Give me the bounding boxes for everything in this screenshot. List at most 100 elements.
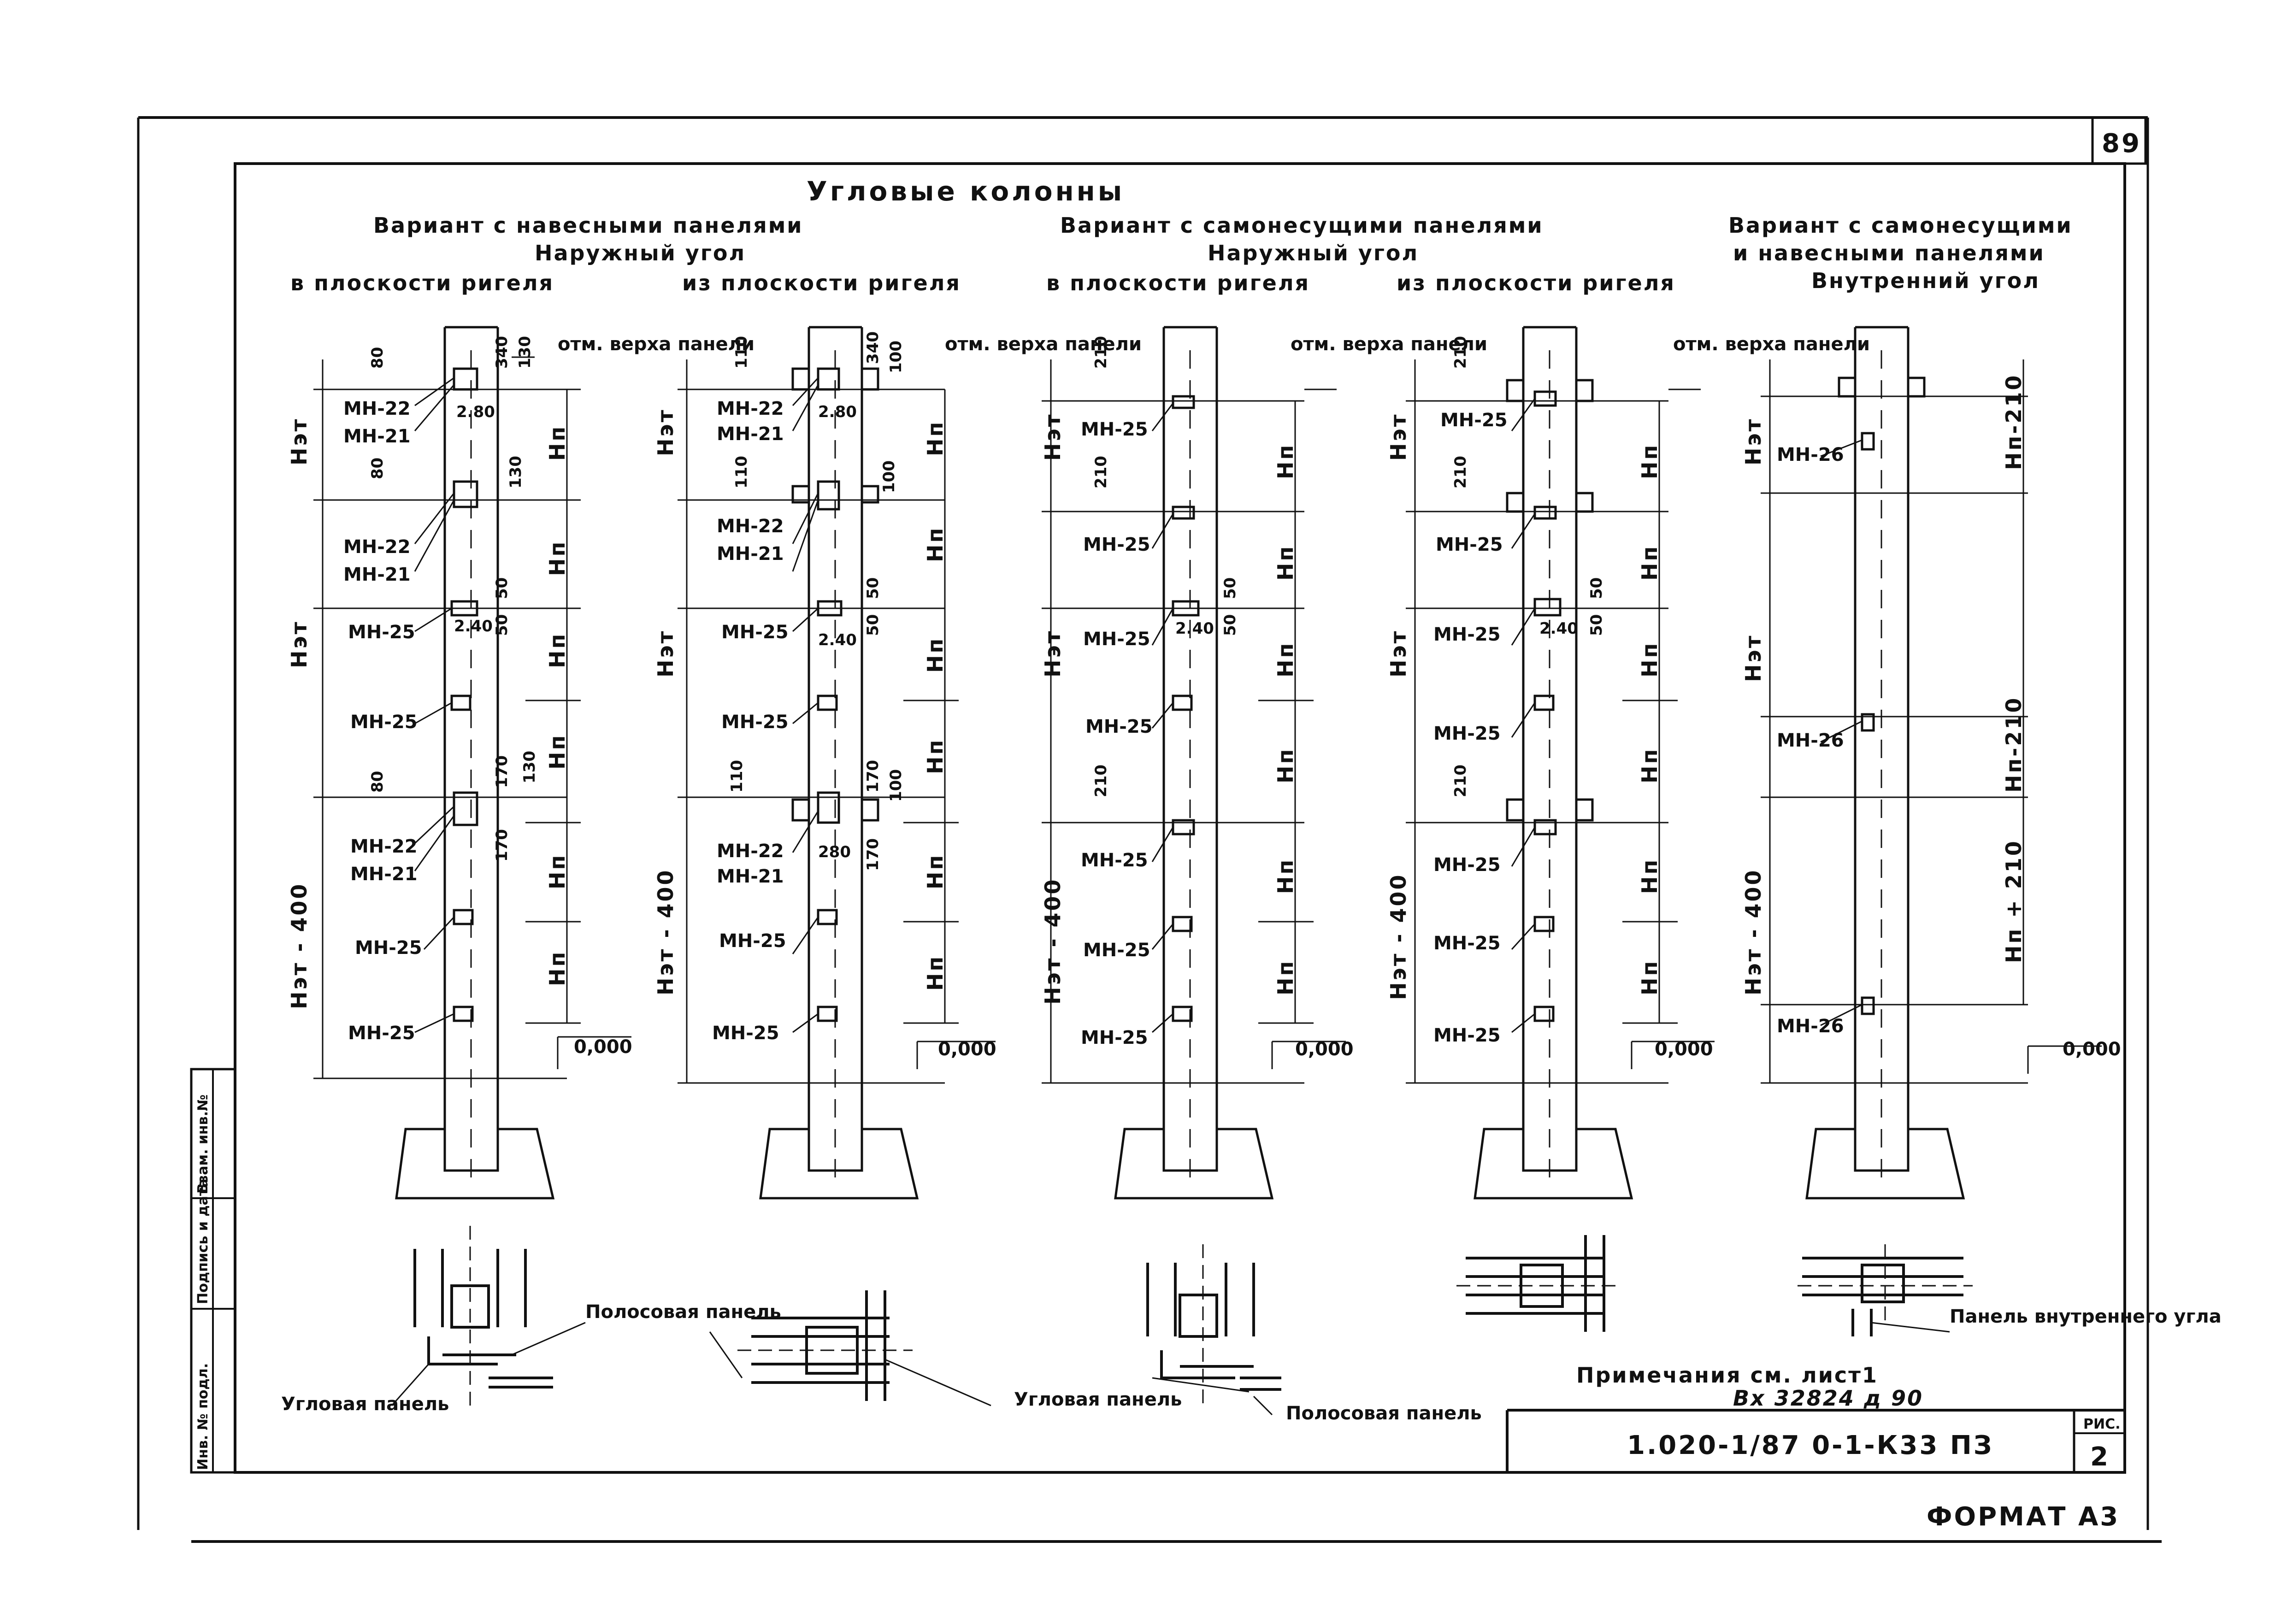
dim-280-3: 280 xyxy=(818,843,851,861)
strip-panel-label-2: Полосовая панель xyxy=(1286,1403,1482,1424)
column-4-label: из плоскости ригеля xyxy=(1397,271,1675,295)
dim-340-2: 340 xyxy=(864,331,882,364)
mark-mn22-5: МН-22 xyxy=(717,516,784,537)
sheet-frame xyxy=(137,116,2162,1543)
mark-mn21-3: МН-21 xyxy=(350,864,418,885)
page-number: 89 xyxy=(2102,129,2141,159)
section-2-title: Вариант с самонесущими панелями xyxy=(1060,213,1544,238)
mark-mn21-6: МН-21 xyxy=(717,866,784,887)
plan-detail-3 xyxy=(1146,1244,1281,1416)
dim-170-4: 170 xyxy=(864,838,882,871)
dim-240-3: 2.40 xyxy=(1175,619,1214,638)
mark-mn25-10: МН-25 xyxy=(1083,534,1150,555)
dim-50-6: 50 xyxy=(1221,614,1239,636)
dim-100-1: 100 xyxy=(887,341,905,373)
sheet-title: Угловые колонны xyxy=(807,176,1125,207)
dim-340-1: 340 xyxy=(493,336,511,369)
zero-mark-5: 0,000 xyxy=(2063,1039,2121,1060)
dim-50-5: 50 xyxy=(1221,577,1239,599)
dim-50-8: 50 xyxy=(1587,614,1606,636)
floor-minus-3: Нэт - 400 xyxy=(1040,877,1065,1005)
dim-80-1: 80 xyxy=(368,347,387,369)
column-3-label: в плоскости ригеля xyxy=(1046,271,1310,295)
floor-height-1: Нэт xyxy=(287,418,312,465)
mark-mn25-13: МН-25 xyxy=(1081,850,1148,871)
dim-210-2: 210 xyxy=(1092,456,1110,488)
mark-mn22-3: МН-22 xyxy=(350,836,418,857)
plan-detail-2 xyxy=(709,1290,991,1406)
column-2-label: из плоскости ригеля xyxy=(682,271,961,295)
plan-detail-5 xyxy=(1798,1244,1973,1336)
mark-mn25-4: МН-25 xyxy=(348,1023,415,1044)
panel-height-1e: Нп xyxy=(545,853,570,889)
top-mark-4: отм. верха панели xyxy=(1673,334,1870,355)
handwritten-registration: Вх 32824 д 90 xyxy=(1733,1386,1923,1411)
mark-mn21-4: МН-21 xyxy=(717,424,784,445)
panel-height-3b: Нп xyxy=(1273,545,1298,581)
mark-mn22-6: МН-22 xyxy=(717,841,784,862)
plan-detail-4 xyxy=(1456,1235,1618,1332)
panel-height-2d: Нп xyxy=(923,738,948,774)
mark-mn25-8: МН-25 xyxy=(712,1023,779,1044)
floor-height-9: Нэт xyxy=(1741,418,1766,465)
mark-mn26-1: МН-26 xyxy=(1777,444,1844,465)
dim-210-3: 210 xyxy=(1092,765,1110,797)
floor-minus-2: Нэт - 400 xyxy=(653,868,678,995)
side-stamp-2: Подпись и дата xyxy=(195,1179,211,1304)
dim-110-3: 110 xyxy=(728,760,746,793)
dim-170-1: 170 xyxy=(493,755,511,788)
mark-mn25-20: МН-25 xyxy=(1433,854,1501,876)
mark-mn25-16: МН-25 xyxy=(1440,410,1508,431)
mark-mn25-3: МН-25 xyxy=(355,937,422,959)
column-1-label: в плоскости ригеля xyxy=(290,271,554,295)
dim-240-2: 2.40 xyxy=(818,631,857,649)
zero-mark-1: 0,000 xyxy=(574,1036,632,1058)
dim-170-2: 170 xyxy=(493,829,511,862)
dim-130-1: 130 xyxy=(516,336,534,369)
dim-280-1: 2.80 xyxy=(456,403,495,421)
mark-mn21-1: МН-21 xyxy=(343,426,411,447)
dim-210-4: 210 xyxy=(1451,336,1470,369)
strip-panel-label-1: Полосовая панель xyxy=(585,1301,781,1323)
hp-minus-2: Нп-210 xyxy=(2001,696,2026,793)
mark-mn22-4: МН-22 xyxy=(717,398,784,419)
corner-panel-label-1: Угловая панель xyxy=(281,1394,449,1415)
mark-mn26-2: МН-26 xyxy=(1777,730,1844,751)
zero-mark-2: 0,000 xyxy=(938,1039,996,1060)
mark-mn25-18: МН-25 xyxy=(1433,624,1501,645)
sheet-format: ФОРМАТ А3 xyxy=(1927,1502,2120,1532)
top-mark-3: отм. верха панели xyxy=(1291,334,1487,355)
floor-height-6: Нэт xyxy=(1040,630,1065,677)
floor-minus-5: Нэт - 400 xyxy=(1741,868,1766,995)
dim-210-6: 210 xyxy=(1451,765,1470,797)
panel-height-1d: Нп xyxy=(545,734,570,770)
panel-height-1b: Нп xyxy=(545,540,570,576)
mark-mn22-1: МН-22 xyxy=(343,398,411,419)
side-stamp-3: Взам. инв.№ xyxy=(195,1094,211,1194)
mark-mn22-2: МН-22 xyxy=(343,536,411,558)
mark-mn26-3: МН-26 xyxy=(1777,1016,1844,1037)
column-elevation-1 xyxy=(313,326,631,1200)
dim-50-4: 50 xyxy=(864,614,882,636)
mark-mn25-17: МН-25 xyxy=(1436,534,1503,555)
dim-100-3: 100 xyxy=(887,769,905,802)
mark-mn21-2: МН-21 xyxy=(343,564,411,585)
mark-mn25-5: МН-25 xyxy=(721,622,789,643)
floor-height-3: Нэт xyxy=(653,408,678,456)
top-mark-2: отм. верха панели xyxy=(945,334,1142,355)
panel-height-2f: Нп xyxy=(923,955,948,991)
floor-minus-4: Нэт - 400 xyxy=(1386,873,1411,1000)
mark-mn25-15: МН-25 xyxy=(1081,1027,1148,1048)
column-elevation-5 xyxy=(1761,326,2102,1200)
dim-100-2: 100 xyxy=(880,460,898,493)
section-1-subtitle: Наружный угол xyxy=(535,241,746,265)
floor-height-7: Нэт xyxy=(1386,413,1411,461)
floor-height-2: Нэт xyxy=(287,620,312,668)
mark-mn25-11: МН-25 xyxy=(1083,629,1150,650)
dim-50-3: 50 xyxy=(864,577,882,599)
floor-height-8: Нэт xyxy=(1386,630,1411,677)
panel-height-4b: Нп xyxy=(1637,545,1662,581)
panel-height-4e: Нп xyxy=(1637,858,1662,894)
floor-height-10: Нэт xyxy=(1741,634,1766,682)
